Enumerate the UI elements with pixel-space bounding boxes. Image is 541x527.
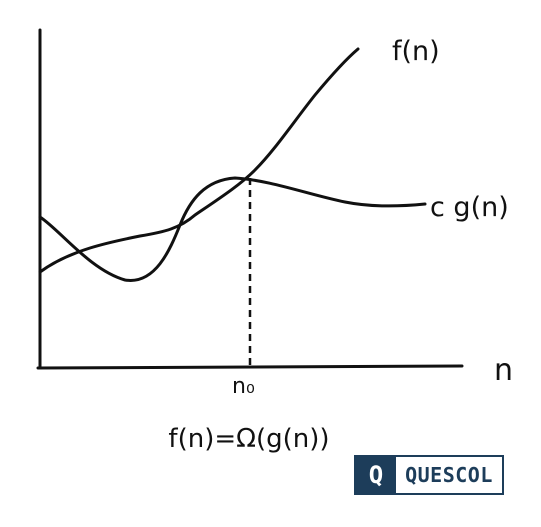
- quescol-logo: Q QUESCOL: [354, 455, 504, 495]
- f-curve-label: f(n): [392, 36, 440, 67]
- g-curve-label: c g(n): [430, 192, 509, 223]
- logo-wordmark: QUESCOL: [405, 463, 493, 487]
- f-curve: [38, 47, 360, 274]
- x-axis-label: n: [494, 353, 513, 388]
- g-curve: [38, 176, 427, 282]
- logo-mark: Q: [356, 457, 396, 493]
- x-axis: [36, 364, 464, 370]
- formula: f(n)=Ω(g(n)): [168, 424, 329, 454]
- threshold-label: n₀: [232, 374, 255, 399]
